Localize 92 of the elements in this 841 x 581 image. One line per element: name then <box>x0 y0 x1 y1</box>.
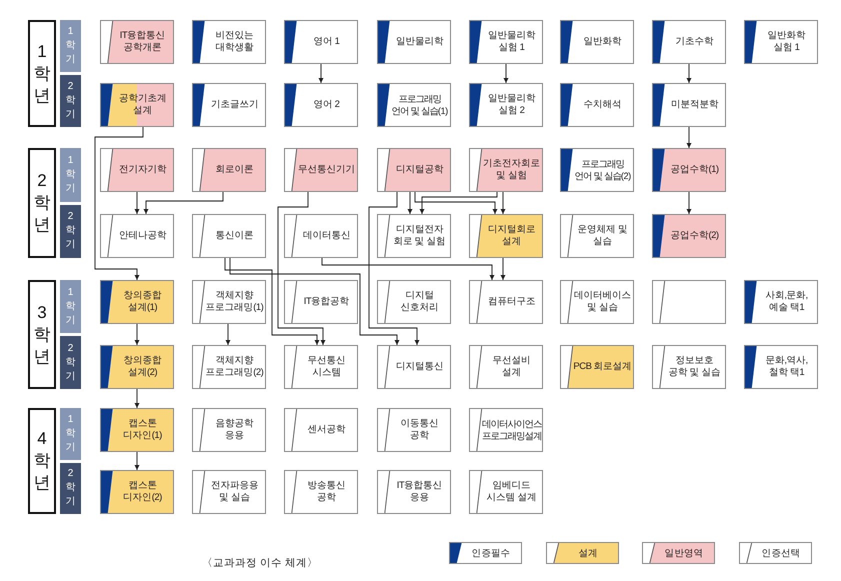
course-box: 창의종합 설계(2) <box>100 345 174 389</box>
course-box: 안테나공학 <box>100 214 174 258</box>
course-box: 디지털통신 <box>377 345 451 389</box>
course-box: 컴퓨터구조 <box>469 280 543 324</box>
year-box: 3학년 <box>28 280 56 389</box>
course-box: 임베디드 시스템 설계 <box>469 470 543 514</box>
semester-tab: 1학기 <box>60 20 81 72</box>
course-box: 수치해석 <box>560 83 634 127</box>
course-box: 미분적분학 <box>652 83 726 127</box>
arrow <box>144 192 224 214</box>
course-box: 무선통신기기 <box>284 148 358 192</box>
course-box: 운영체제 및 실습 <box>560 214 634 258</box>
course-box: 캡스톤 디자인(2) <box>100 470 174 514</box>
arrow <box>94 126 144 280</box>
semester-tab: 2학기 <box>60 75 81 127</box>
legend-key: 인증필수 <box>449 542 522 564</box>
course-box: 데이터통신 <box>284 214 358 258</box>
course-box: 공학기초계 설계 <box>100 83 174 127</box>
semester-tab: 1학기 <box>60 408 81 460</box>
semester-tab: 2학기 <box>60 462 81 514</box>
arrow <box>134 388 140 408</box>
course-box: 일반물리학 실험 2 <box>469 83 543 127</box>
course-box: 디지털 신호처리 <box>377 280 451 324</box>
course-box: 객체지향 프로그래밍(1) <box>192 280 266 324</box>
arrow <box>224 258 320 346</box>
arrow <box>686 126 692 148</box>
legend-key: 일반영역 <box>642 542 715 564</box>
course-box: 무선통신 시스템 <box>284 345 358 389</box>
arrow <box>226 324 230 346</box>
course-box: 회로이론 <box>192 148 266 192</box>
course-box: 비전있는 대학생활 <box>192 20 266 64</box>
course-box: 디지털공학 <box>377 148 451 192</box>
arrow <box>500 192 506 214</box>
course-box: 캡스톤 디자인(1) <box>100 408 174 452</box>
arrow <box>278 192 326 346</box>
course-box: 기초글쓰기 <box>192 83 266 127</box>
arrow <box>408 192 412 214</box>
course-box: 일반화학 실험 1 <box>744 20 818 64</box>
course-box: 공업수학(1) <box>652 148 726 192</box>
course-box: 전자파응용 및 실습 <box>192 470 266 514</box>
arrow <box>322 258 494 280</box>
course-box: 정보보호 공학 및 실습 <box>652 345 726 389</box>
arrow <box>686 192 692 214</box>
legend-key: 인증선택 <box>739 542 812 564</box>
course-box: IT융합통신 응용 <box>377 470 451 514</box>
course-box: 센서공학 <box>284 408 358 452</box>
semester-tab: 1학기 <box>60 148 81 202</box>
semester-tab: 1학기 <box>60 280 81 333</box>
course-box: 공업수학(2) <box>652 214 726 258</box>
course-box: PCB 회로설계 <box>560 345 634 389</box>
arrow <box>134 452 140 470</box>
course-box: 문화,역사, 철학 택1 <box>744 345 818 389</box>
course-box: 전기자기학 <box>100 148 174 192</box>
course-box: 프로그래밍 언어 및 실습(2) <box>560 148 634 192</box>
course-box: 방송통신 공학 <box>284 470 358 514</box>
year-box: 4학년 <box>28 408 56 514</box>
year-box: 1학년 <box>28 20 56 127</box>
arrow <box>686 64 692 84</box>
course-box: 일반화학 <box>560 20 634 64</box>
course-box: 창의종합 설계(1) <box>100 280 174 324</box>
course-box: 데이터베이스 및 실습 <box>560 280 634 324</box>
course-box: 음향공학 응용 <box>192 408 266 452</box>
course-box: 통신이론 <box>192 214 266 258</box>
course-box: 영어 1 <box>284 20 358 64</box>
course-box <box>652 280 726 324</box>
course-box: 프로그래밍 언어 및 실습(1) <box>377 83 451 127</box>
course-box: 기초수학 <box>652 20 726 64</box>
course-box: 사회,문화, 예술 택1 <box>744 280 818 324</box>
arrow <box>318 64 324 84</box>
semester-tab: 2학기 <box>60 336 81 389</box>
course-box: 무선설비 설계 <box>469 345 543 389</box>
course-box: 기초전자회로 및 실험 <box>469 148 543 192</box>
arrow <box>500 258 506 280</box>
arrow <box>368 192 420 346</box>
course-box: IT융합공학 <box>284 280 358 324</box>
caption: 〈교과과정 이수 체계〉 <box>202 556 318 570</box>
course-box: 영어 2 <box>284 83 358 127</box>
semester-tab: 2학기 <box>60 204 81 258</box>
course-box: 일반물리학 <box>377 20 451 64</box>
year-box: 2학년 <box>28 148 56 258</box>
arrow <box>134 192 140 214</box>
arrow <box>134 324 140 346</box>
course-box: 데이터사이언스 프로그래밍설계 <box>469 408 543 452</box>
course-box: 디지털회로 설계 <box>469 214 543 258</box>
arrow <box>504 64 508 84</box>
course-box: 디지털전자 회로 및 실험 <box>377 214 451 258</box>
arrow <box>230 258 400 346</box>
course-box: 이동통신 공학 <box>377 408 451 452</box>
course-box: 객체지향 프로그래밍(2) <box>192 345 266 389</box>
course-box: IT융합통신 공학개론 <box>100 20 174 64</box>
legend-key: 설계 <box>546 542 619 564</box>
course-box: 일반물리학 실험 1 <box>469 20 543 64</box>
